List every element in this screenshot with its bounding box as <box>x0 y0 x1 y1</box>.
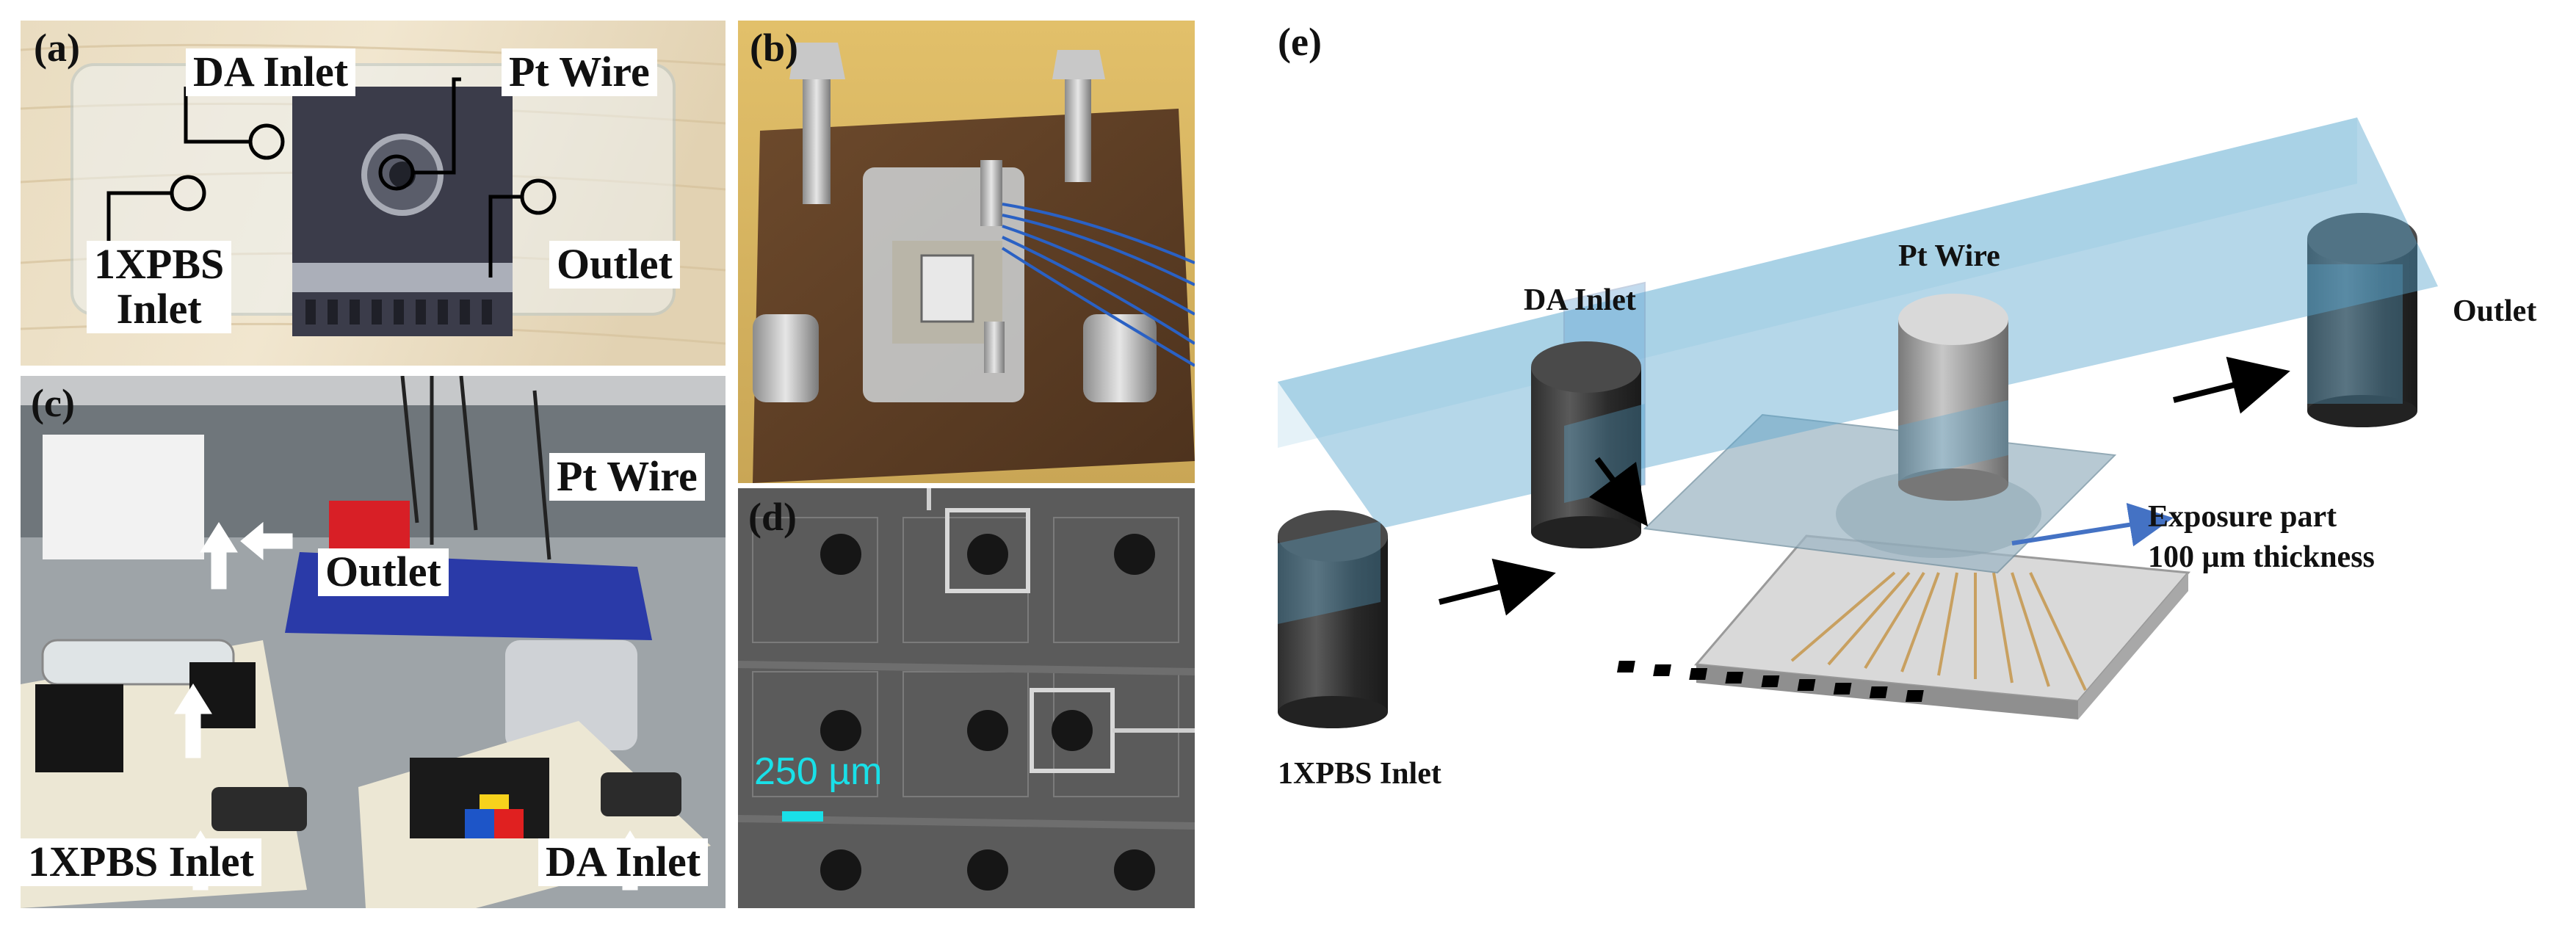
panel-d-scale-bar <box>782 811 823 822</box>
e-chip-base <box>1617 534 2191 719</box>
e-label-exposure-2: 100 µm thickness <box>2148 540 2375 574</box>
e-flow-arrow-outlet <box>2173 356 2290 414</box>
panel-a-label: (a) <box>34 26 80 70</box>
panel-c-pt-wire-tag: Pt Wire <box>549 453 705 501</box>
e-pbs-inlet-cylinder <box>1278 510 1388 728</box>
panel-c: (c) Pt Wire Outlet 1XPBS Inlet DA Inlet <box>21 376 726 908</box>
panel-c-label: (c) <box>31 381 75 425</box>
panel-d-label: (d) <box>748 495 797 539</box>
e-label-exposure-1: Exposure part <box>2148 500 2337 534</box>
e-flow-arrow-da <box>1589 457 1648 526</box>
e-label-pbs-inlet: 1XPBS Inlet <box>1278 757 1441 791</box>
e-label-outlet: Outlet <box>2453 294 2537 328</box>
panel-a-pbs-inlet-line2: Inlet <box>116 284 202 333</box>
panel-a-outlet-tag: Outlet <box>549 241 680 289</box>
e-pt-wire-cylinder <box>1898 294 2008 501</box>
panel-b: (b) <box>738 21 1195 483</box>
e-outlet-cylinder <box>2307 213 2417 427</box>
panel-c-da-inlet-tag: DA Inlet <box>538 838 709 886</box>
panel-a-pbs-inlet-tag: 1XPBS Inlet <box>87 240 232 333</box>
panel-c-photo <box>21 376 726 908</box>
panel-e-label: (e) <box>1278 20 1322 64</box>
panel-d-sem-image <box>738 488 1195 908</box>
e-exposure-pointer <box>2011 503 2174 547</box>
e-label-da-inlet: DA Inlet <box>1524 283 1636 317</box>
panel-a-pbs-inlet-line1: 1XPBS <box>94 240 225 288</box>
panel-a: (a) DA Inlet Pt Wire 1XPBS Inlet Outlet <box>21 21 726 366</box>
panel-b-photo <box>738 21 1195 483</box>
panel-d-scale-label: 250 µm <box>754 750 883 793</box>
panel-d: (d) 250 µm <box>738 488 1195 908</box>
panel-e: (e) DA Inlet Pt Wire Outlet 1XPBS Inlet … <box>1234 15 2555 918</box>
panel-a-da-inlet-tag: DA Inlet <box>186 48 356 96</box>
e-label-pt-wire: Pt Wire <box>1898 239 2000 273</box>
panel-c-pbs-inlet-tag: 1XPBS Inlet <box>21 838 261 886</box>
panel-b-label: (b) <box>750 26 798 70</box>
panel-a-pt-wire-tag: Pt Wire <box>502 48 657 96</box>
e-flow-arrow-pbs <box>1439 558 1556 616</box>
panel-c-outlet-tag: Outlet <box>318 548 449 596</box>
panel-e-schematic: (e) <box>1278 20 2438 728</box>
